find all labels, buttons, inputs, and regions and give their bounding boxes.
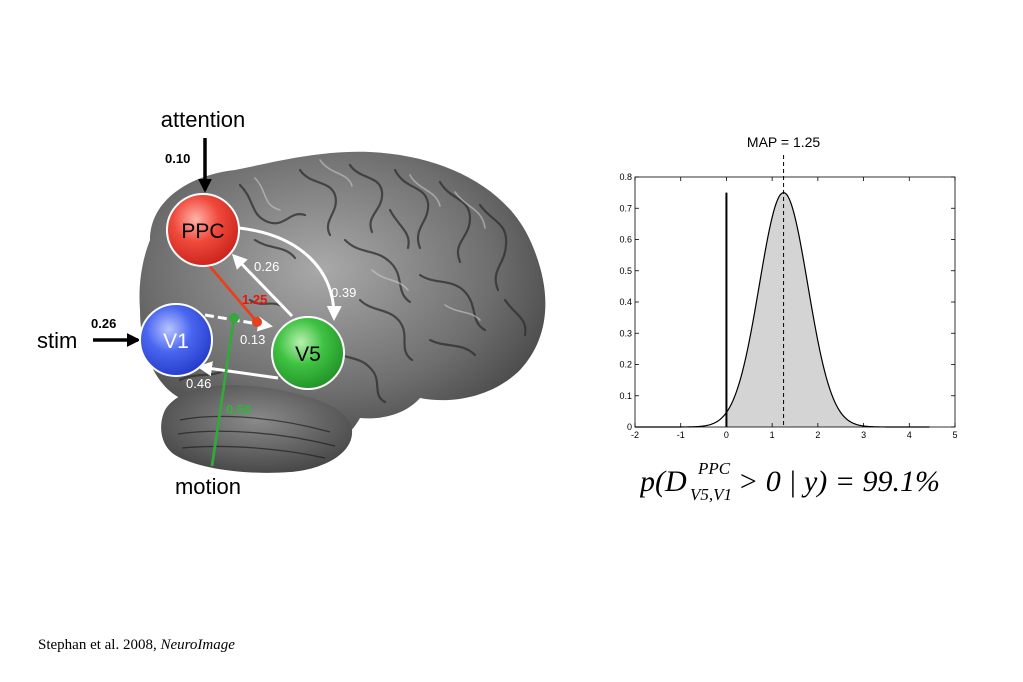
y-tick-label: 0.8 xyxy=(619,172,632,182)
formula-rest: > 0 | y) = 99.1% xyxy=(738,465,940,498)
y-tick-label: 0.2 xyxy=(619,360,632,370)
dcm-diagram: attention 0.10 stim 0.26 0.26 0.39 0.13 … xyxy=(37,107,546,499)
stim-label: stim xyxy=(37,328,77,353)
node-v1-label: V1 xyxy=(163,330,189,353)
y-tick-label: 0.3 xyxy=(619,328,632,338)
x-tick-label: 3 xyxy=(861,430,866,440)
modulation-dot xyxy=(252,317,262,327)
modulation-weight: 1.25 xyxy=(242,292,267,307)
probability-formula: p(D PPC V5,V1 > 0 | y) = 99.1% xyxy=(640,456,960,506)
v5-to-v1-arrow xyxy=(197,361,279,380)
ppc-to-v5-arrow xyxy=(238,226,342,321)
ppc-to-v5-weight: 0.39 xyxy=(331,285,356,300)
x-tick-label: -2 xyxy=(631,430,639,440)
node-ppc-label: PPC xyxy=(181,220,224,243)
posterior-density-chart: MAP = 1.25 -2 -1 0 1 2 3 4 5 0 0.1 0.2 0.3 0.4 0.5 0.… xyxy=(619,134,958,440)
svg-text:p(D: p(D xyxy=(640,465,687,498)
x-tick-label: 4 xyxy=(907,430,912,440)
node-ppc: PPC xyxy=(166,193,240,267)
v5-to-ppc-arrow xyxy=(231,253,294,318)
node-v1: V1 xyxy=(139,303,213,377)
node-v5-label: V5 xyxy=(295,343,321,366)
map-annotation: MAP = 1.25 xyxy=(747,134,821,150)
x-tick-label: 2 xyxy=(815,430,820,440)
v5-to-ppc-weight: 0.26 xyxy=(254,259,279,274)
citation-journal: NeuroImage xyxy=(160,637,235,653)
attention-label: attention xyxy=(161,107,245,132)
modulation-arrow xyxy=(205,262,259,323)
node-v5: V5 xyxy=(271,316,345,390)
y-tick-label: 0.4 xyxy=(619,297,632,307)
motion-weight: 0.50 xyxy=(226,402,251,417)
x-axis: -2 -1 0 1 2 3 4 5 xyxy=(631,177,958,440)
attention-weight: 0.10 xyxy=(165,151,190,166)
y-tick-label: 0 xyxy=(627,422,632,432)
y-tick-label: 0.1 xyxy=(619,391,632,401)
motion-dot xyxy=(229,313,239,323)
y-axis: 0 0.1 0.2 0.3 0.4 0.5 0.6 0.7 0.8 xyxy=(619,172,955,432)
formula-d: D xyxy=(664,465,687,498)
v1-to-v5-weight: 0.13 xyxy=(240,332,265,347)
stim-weight: 0.26 xyxy=(91,316,116,331)
formula-p: p( xyxy=(640,465,667,498)
y-tick-label: 0.6 xyxy=(619,235,632,245)
formula-superscript: PPC xyxy=(697,459,731,478)
motion-label: motion xyxy=(175,474,241,499)
y-tick-label: 0.7 xyxy=(619,203,632,213)
x-tick-label: 1 xyxy=(770,430,775,440)
citation-authors: Stephan et al. 2008, xyxy=(38,637,161,653)
posterior-area xyxy=(726,192,930,427)
x-tick-label: 0 xyxy=(724,430,729,440)
y-tick-label: 0.5 xyxy=(619,266,632,276)
x-tick-label: 5 xyxy=(952,430,957,440)
motion-arrow xyxy=(210,317,236,467)
x-tick-label: -1 xyxy=(677,430,685,440)
citation: Stephan et al. 2008, NeuroImage xyxy=(38,637,235,654)
v5-to-v1-weight: 0.46 xyxy=(186,376,211,391)
formula-subscript: V5,V1 xyxy=(690,485,732,504)
